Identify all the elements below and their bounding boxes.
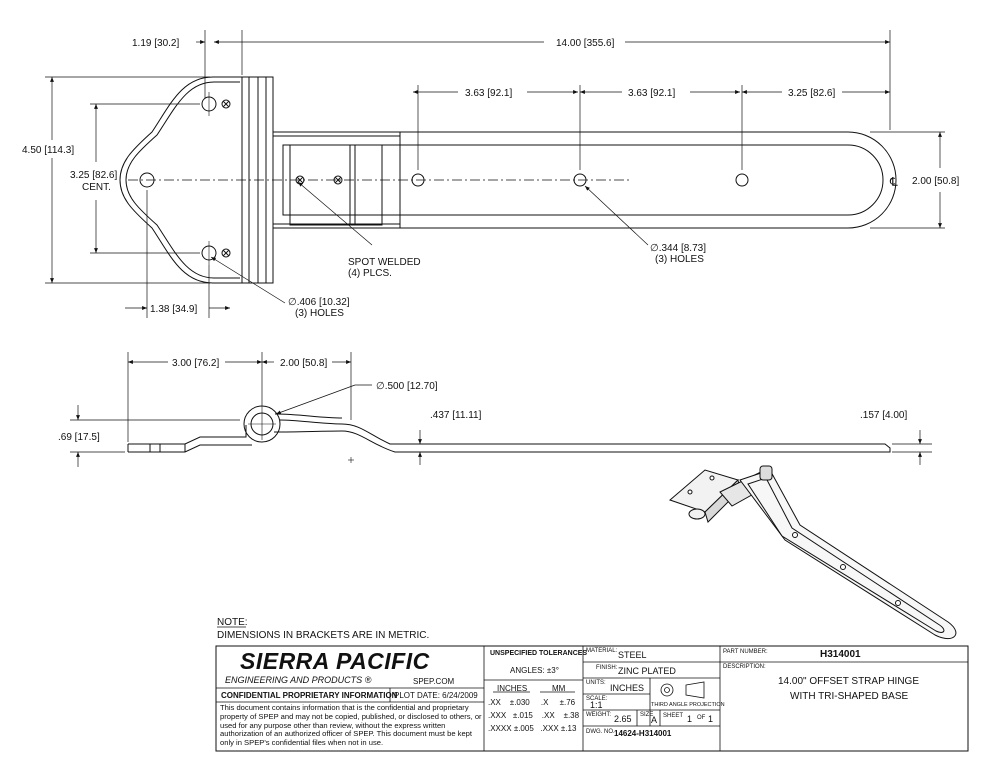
side-dimensions <box>70 352 932 467</box>
weight-label: WEIGHT: <box>586 712 611 718</box>
website: SPEP.COM <box>413 677 455 686</box>
svg-text:SPOT WELDED: SPOT WELDED <box>348 257 421 268</box>
projection-label: THIRD ANGLE PROJECTION <box>651 702 725 708</box>
svg-text:NOTE:: NOTE: <box>217 617 248 628</box>
desc-label: DESCRIPTION: <box>723 664 766 670</box>
svg-text:(4) PLCS.: (4) PLCS. <box>348 268 392 279</box>
sheet-label: SHEET <box>663 713 684 719</box>
material-label: MATERIAL: <box>586 648 618 654</box>
confidential-label: CONFIDENTIAL PROPRIETARY INFORMATION <box>221 691 398 700</box>
tol-row-3: .XXXX ±.005 .XXX ±.13 <box>488 724 577 733</box>
strap-outline <box>272 131 897 229</box>
finish-value: ZINC PLATED <box>618 666 676 676</box>
top-view <box>119 76 897 284</box>
svg-text:∅.344 [8.73]: ∅.344 [8.73] <box>650 243 706 254</box>
note: NOTE: DIMENSIONS IN BRACKETS ARE IN METR… <box>217 617 429 641</box>
svg-text:DIMENSIONS IN BRACKETS ARE IN: DIMENSIONS IN BRACKETS ARE IN METRIC. <box>217 630 429 641</box>
tolerance-angles: ANGLES: ±3° <box>510 666 559 675</box>
tol-inches-header: INCHES <box>497 684 528 693</box>
plot-date: PLOT DATE: 6/24/2009 <box>394 691 478 700</box>
confidential-text: This document contains information that … <box>220 703 482 748</box>
svg-text:.437 [11.11]: .437 [11.11] <box>430 410 482 421</box>
svg-text:(3) HOLES: (3) HOLES <box>655 254 704 265</box>
tol-mm-header: MM <box>552 684 566 693</box>
svg-text:.157 [4.00]: .157 [4.00] <box>860 410 908 421</box>
svg-text:℄: ℄ <box>889 175 898 189</box>
units-value: INCHES <box>610 683 645 693</box>
of-value: 1 <box>708 714 714 724</box>
svg-text:14.00 [355.6]: 14.00 [355.6] <box>556 38 615 49</box>
desc-line-1: 14.00" OFFSET STRAP HINGE <box>778 676 920 687</box>
company-subtitle: ENGINEERING AND PRODUCTS ® <box>225 675 372 685</box>
weight-value: 2.65 <box>614 714 632 724</box>
size-label: SIZE <box>640 712 654 718</box>
svg-text:∅.500 [12.70]: ∅.500 [12.70] <box>376 381 438 392</box>
isometric-view <box>669 465 957 640</box>
finish-label: FINISH: <box>596 665 618 671</box>
part-label: PART NUMBER: <box>723 649 768 655</box>
svg-text:1.38 [34.9]: 1.38 [34.9] <box>150 304 198 315</box>
svg-text:3.25 [82.6]: 3.25 [82.6] <box>788 88 836 99</box>
desc-line-2: WITH TRI-SHAPED BASE <box>790 691 909 702</box>
svg-text:3.63 [92.1]: 3.63 [92.1] <box>628 88 676 99</box>
svg-text:3.63 [92.1]: 3.63 [92.1] <box>465 88 513 99</box>
scale-label: SCALE: <box>586 696 608 702</box>
svg-text:4.50 [114.3]: 4.50 [114.3] <box>22 145 74 156</box>
svg-text:∅.406 [10.32]: ∅.406 [10.32] <box>288 297 350 308</box>
tol-row-2: .XXX ±.015 .XX ±.38 <box>488 711 580 720</box>
of-label: OF <box>697 715 706 721</box>
tolerance-title: UNSPECIFIED TOLERANCES <box>490 650 588 657</box>
company-logo: SIERRA PACIFIC <box>240 648 430 674</box>
dwg-label: DWG. NO. <box>586 729 615 735</box>
svg-text:1.19 [30.2]: 1.19 [30.2] <box>132 38 180 49</box>
top-dimension-labels: 1.19 [30.2] 14.00 [355.6] 3.63 [92.1] 3.… <box>22 38 960 319</box>
svg-text:2.00 [50.8]: 2.00 [50.8] <box>912 176 960 187</box>
dwg-value: 14624-H314001 <box>614 729 672 738</box>
svg-text:CENT.: CENT. <box>82 182 111 193</box>
units-label: UNITS: <box>586 680 606 686</box>
sheet-value: 1 <box>687 714 693 724</box>
svg-text:2.00 [50.8]: 2.00 [50.8] <box>280 358 328 369</box>
side-view <box>127 405 891 463</box>
svg-text:3.00 [76.2]: 3.00 [76.2] <box>172 358 220 369</box>
side-dimension-labels: 3.00 [76.2] 2.00 [50.8] ∅.500 [12.70] .4… <box>58 358 908 443</box>
title-block-grid <box>216 646 968 751</box>
svg-text:.69 [17.5]: .69 [17.5] <box>58 432 100 443</box>
svg-text:3.25 [82.6]: 3.25 [82.6] <box>70 170 118 181</box>
size-value: A <box>651 715 658 725</box>
weld-plate <box>289 144 383 226</box>
top-dimensions <box>45 30 945 318</box>
sheet-border <box>215 645 969 752</box>
scale-value: 1:1 <box>590 700 603 710</box>
svg-text:(3) HOLES: (3) HOLES <box>295 308 344 319</box>
strap-hole-3 <box>735 173 749 187</box>
part-value: H314001 <box>820 649 861 660</box>
material-value: STEEL <box>618 650 647 660</box>
tri-base-outline <box>119 76 243 284</box>
tol-row-1: .XX ±.030 .X ±.76 <box>488 698 576 707</box>
